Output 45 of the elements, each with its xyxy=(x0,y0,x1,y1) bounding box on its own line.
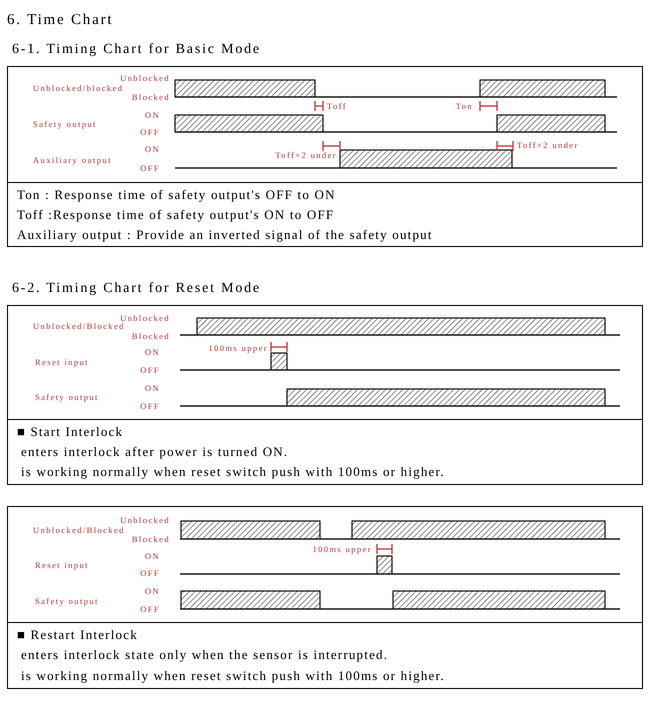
note-text: is working normally when reset switch push with 100ms or higher. xyxy=(21,668,445,684)
signal-name: Safety output xyxy=(35,392,99,402)
state-label: ON xyxy=(144,551,160,561)
state-label: Blocked xyxy=(132,331,170,341)
page-title: 6. Time Chart xyxy=(7,12,114,28)
state-label: Blocked xyxy=(132,534,170,544)
timing-label: 100ms upper xyxy=(208,343,268,353)
signal-name: Auxiliary output xyxy=(33,155,112,165)
state-label: OFF xyxy=(140,365,160,375)
note-text: Toff :Response time of safety output's ON to OFF xyxy=(17,206,334,222)
state-label: ON xyxy=(144,347,160,357)
state-label: OFF xyxy=(140,604,160,614)
timing-label: 100ms upper xyxy=(312,544,372,554)
signal-name: Safety output xyxy=(35,596,99,606)
state-label: Unblocked xyxy=(120,73,170,83)
state-label: OFF xyxy=(140,127,160,137)
timing-label: Toff×2 under xyxy=(275,150,337,160)
signal-name: Unblocked/Blocked xyxy=(33,525,125,535)
timing-label: Toff×2 under xyxy=(517,140,579,150)
signal-name: Unblocked/Blocked xyxy=(33,321,125,331)
note-text: Auxiliary output : Provide an inverted signal of the safety output xyxy=(17,226,433,242)
state-label: OFF xyxy=(140,401,160,411)
state-label: Unblocked xyxy=(120,313,170,323)
state-label: OFF xyxy=(140,568,160,578)
signal-name: Reset input xyxy=(35,357,89,367)
state-label: Unblocked xyxy=(120,515,170,525)
note-text: enters interlock state only when the sensor is interrupted. xyxy=(21,647,388,662)
note-text: is working normally when reset switch push with 100ms or higher. xyxy=(21,464,445,480)
state-label: OFF xyxy=(140,163,160,173)
note-text: ■ Start Interlock xyxy=(17,424,124,439)
timing-label: Toff xyxy=(327,101,347,111)
signal-name: Unblocked/blocked xyxy=(33,83,124,93)
note-text: enters interlock after power is turned ON. xyxy=(21,444,288,459)
state-label: ON xyxy=(144,586,160,596)
timing-label: Ton xyxy=(456,101,473,111)
signal-name: Safety output xyxy=(33,119,97,129)
section-heading: 6-1. Timing Chart for Basic Mode xyxy=(12,42,261,58)
section-heading: 6-2. Timing Chart for Reset Mode xyxy=(12,281,261,297)
state-label: ON xyxy=(144,110,160,120)
state-label: ON xyxy=(144,144,160,154)
note-text: Ton : Response time of safety output's OFF to ON xyxy=(17,186,336,202)
note-text: ■ Restart Interlock xyxy=(17,626,138,642)
state-label: ON xyxy=(144,383,160,393)
state-label: Blocked xyxy=(132,92,170,102)
signal-name: Reset input xyxy=(35,560,89,570)
